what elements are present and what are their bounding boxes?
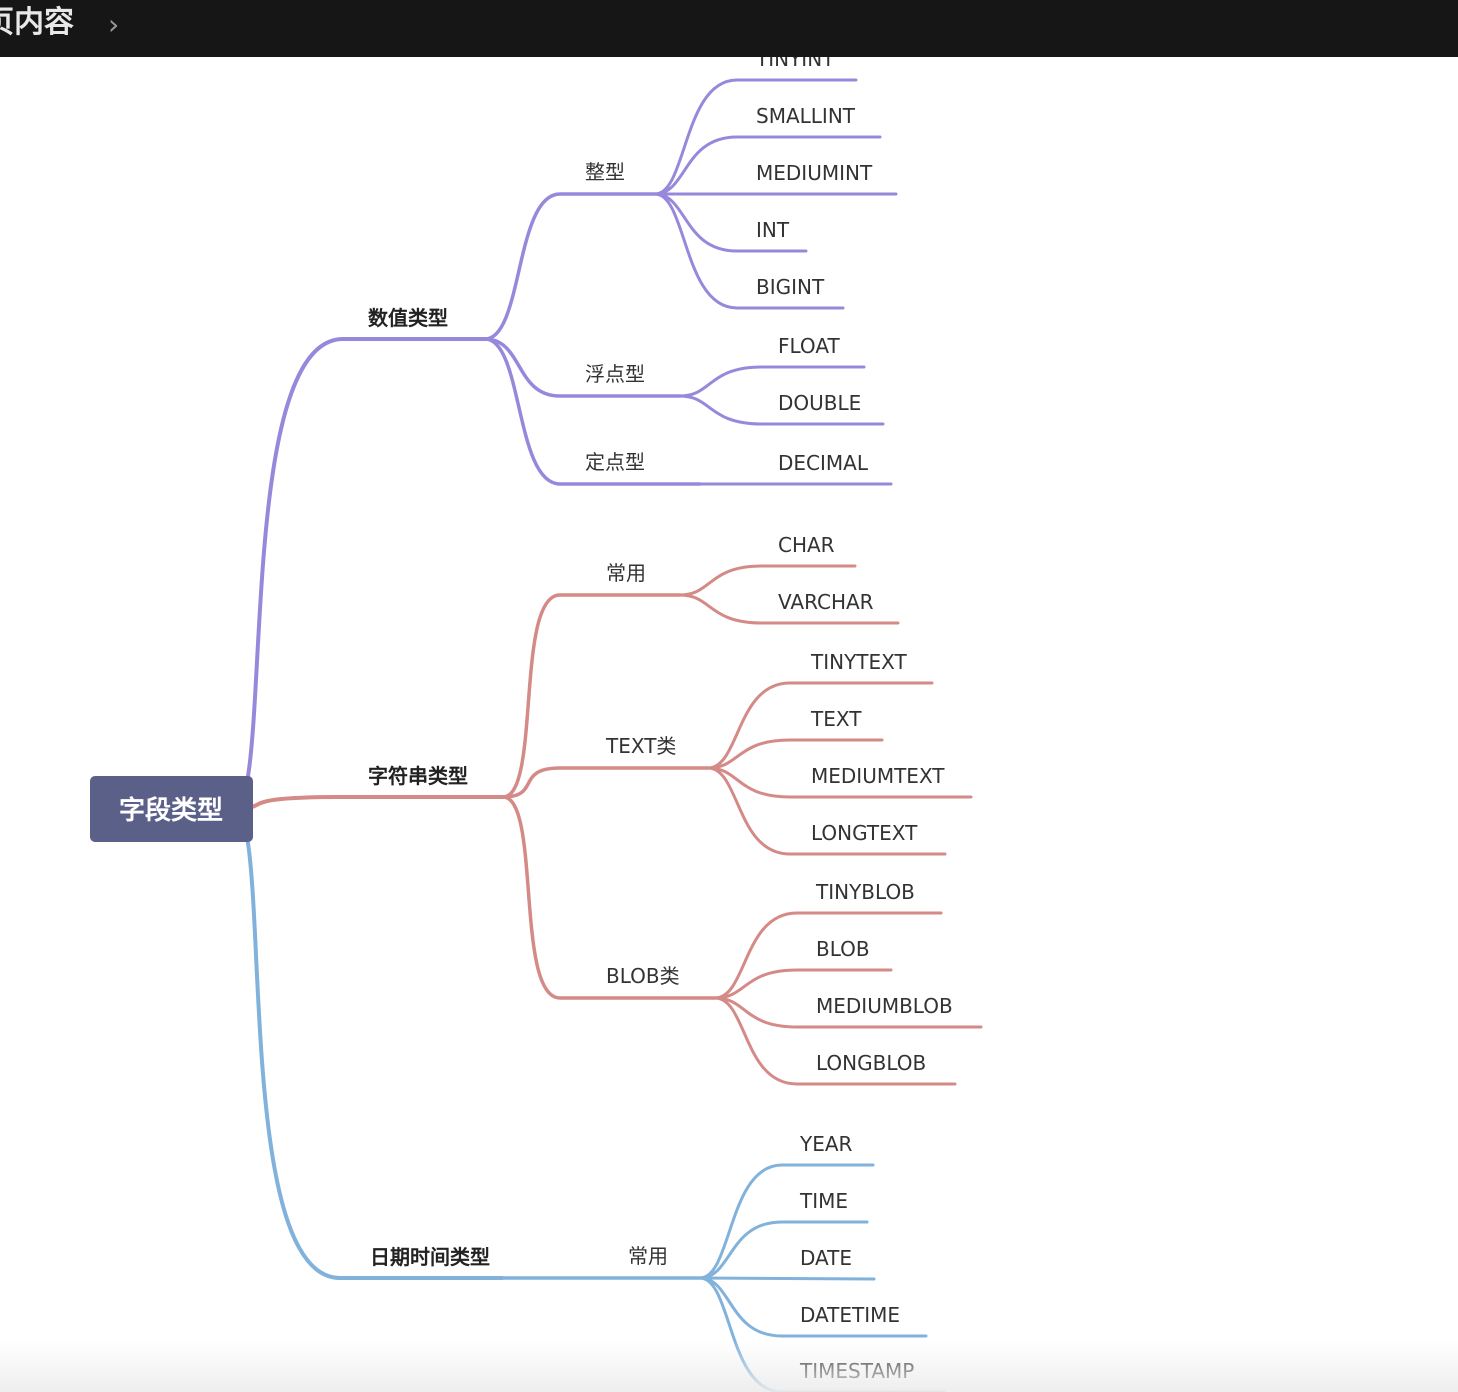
leaf-link-tinyblob — [713, 911, 943, 1000]
leaf-link-longtext — [706, 766, 947, 856]
leaf-label-tinyblob[interactable]: TINYBLOB — [815, 880, 915, 904]
leaf-label-longblob[interactable]: LONGBLOB — [816, 1051, 926, 1075]
sub-branch-link-1-0 — [501, 593, 682, 799]
leaf-link-smallint — [653, 135, 882, 196]
sub-branch-label-2-0[interactable]: 常用 — [628, 1244, 668, 1268]
leaf-link-blob — [713, 968, 893, 1000]
leaf-link-mediumtext — [706, 766, 973, 799]
top-bar: 页内容 › — [0, 0, 1458, 57]
leaf-label-mediumtext[interactable]: MEDIUMTEXT — [811, 764, 945, 788]
branch-link-0 — [232, 337, 487, 811]
leaf-label-datetime[interactable]: DATETIME — [800, 1303, 900, 1327]
leaf-label-double[interactable]: DOUBLE — [778, 391, 861, 415]
leaf-link-char — [678, 564, 857, 597]
leaf-link-double — [678, 394, 885, 426]
leaf-link-date — [698, 1276, 876, 1281]
leaf-label-int[interactable]: INT — [756, 218, 790, 242]
leaf-label-year[interactable]: YEAR — [799, 1132, 853, 1156]
leaf-link-int — [653, 192, 808, 253]
mind-map: 数值类型 整型 TINYINT SMALLINT MEDIUMINT INT BIGINT 浮… — [90, 57, 983, 1392]
leaf-link-time — [698, 1220, 869, 1280]
leaf-link-bigint — [653, 192, 845, 310]
chevron-right-icon[interactable]: › — [108, 8, 120, 41]
page-title: 页内容 — [0, 5, 74, 40]
leaf-link-tinyint — [653, 78, 858, 196]
sub-branch-label-1-0[interactable]: 常用 — [606, 561, 646, 585]
mind-map-labels: 数值类型 整型 TINYINT SMALLINT MEDIUMINT INT BIGINT 浮… — [368, 57, 953, 1383]
leaf-label-bigint[interactable]: BIGINT — [756, 275, 825, 299]
leaf-label-tinyint[interactable]: TINYINT — [755, 57, 835, 71]
leaf-link-float — [678, 365, 866, 398]
leaf-label-mediumint[interactable]: MEDIUMINT — [756, 161, 873, 185]
sub-branch-label-0-1[interactable]: 浮点型 — [585, 362, 645, 386]
leaf-link-mediumblob — [713, 996, 983, 1029]
sub-branch-link-0-0 — [483, 192, 657, 341]
sub-branch-label-1-1[interactable]: TEXT类 — [605, 734, 676, 758]
leaf-label-time[interactable]: TIME — [799, 1189, 848, 1213]
root-node-label[interactable]: 字段类型 — [119, 795, 223, 826]
leaf-link-longblob — [713, 996, 957, 1086]
branch-link-1 — [232, 795, 505, 811]
leaf-label-timestamp[interactable]: TIMESTAMP — [799, 1359, 914, 1383]
sub-branch-label-0-0[interactable]: 整型 — [585, 160, 625, 184]
leaf-label-longtext[interactable]: LONGTEXT — [811, 821, 918, 845]
leaf-label-date[interactable]: DATE — [800, 1246, 852, 1270]
leaf-label-char[interactable]: CHAR — [778, 533, 835, 557]
leaf-label-tinytext[interactable]: TINYTEXT — [810, 650, 907, 674]
sub-branch-label-0-2[interactable]: 定点型 — [585, 450, 645, 474]
sub-branch-link-1-1 — [501, 766, 710, 799]
leaf-label-float[interactable]: FLOAT — [778, 334, 840, 358]
sub-branch-link-0-1 — [483, 337, 682, 398]
sub-branch-label-1-2[interactable]: BLOB类 — [606, 964, 680, 988]
leaf-label-blob[interactable]: BLOB — [816, 937, 870, 961]
branch-label-2[interactable]: 日期时间类型 — [370, 1245, 490, 1269]
leaf-label-mediumblob[interactable]: MEDIUMBLOB — [816, 994, 953, 1018]
leaf-link-tinytext — [706, 681, 934, 770]
leaf-label-text[interactable]: TEXT — [810, 707, 862, 731]
leaf-label-varchar[interactable]: VARCHAR — [778, 590, 874, 614]
sub-branch-link-0-2 — [483, 337, 702, 486]
leaf-label-smallint[interactable]: SMALLINT — [756, 104, 856, 128]
root-node-box[interactable] — [90, 776, 253, 842]
leaf-link-datetime — [698, 1276, 928, 1338]
branch-link-2 — [232, 807, 504, 1280]
leaf-link-varchar — [678, 593, 900, 625]
branch-label-1[interactable]: 字符串类型 — [368, 764, 468, 788]
sub-branch-link-1-2 — [501, 795, 717, 1000]
leaf-link-year — [698, 1163, 875, 1280]
branch-label-0[interactable]: 数值类型 — [368, 306, 448, 330]
root-node[interactable]: 字段类型 — [90, 776, 253, 842]
leaf-label-decimal[interactable]: DECIMAL — [778, 451, 869, 475]
leaf-link-text — [706, 738, 884, 770]
